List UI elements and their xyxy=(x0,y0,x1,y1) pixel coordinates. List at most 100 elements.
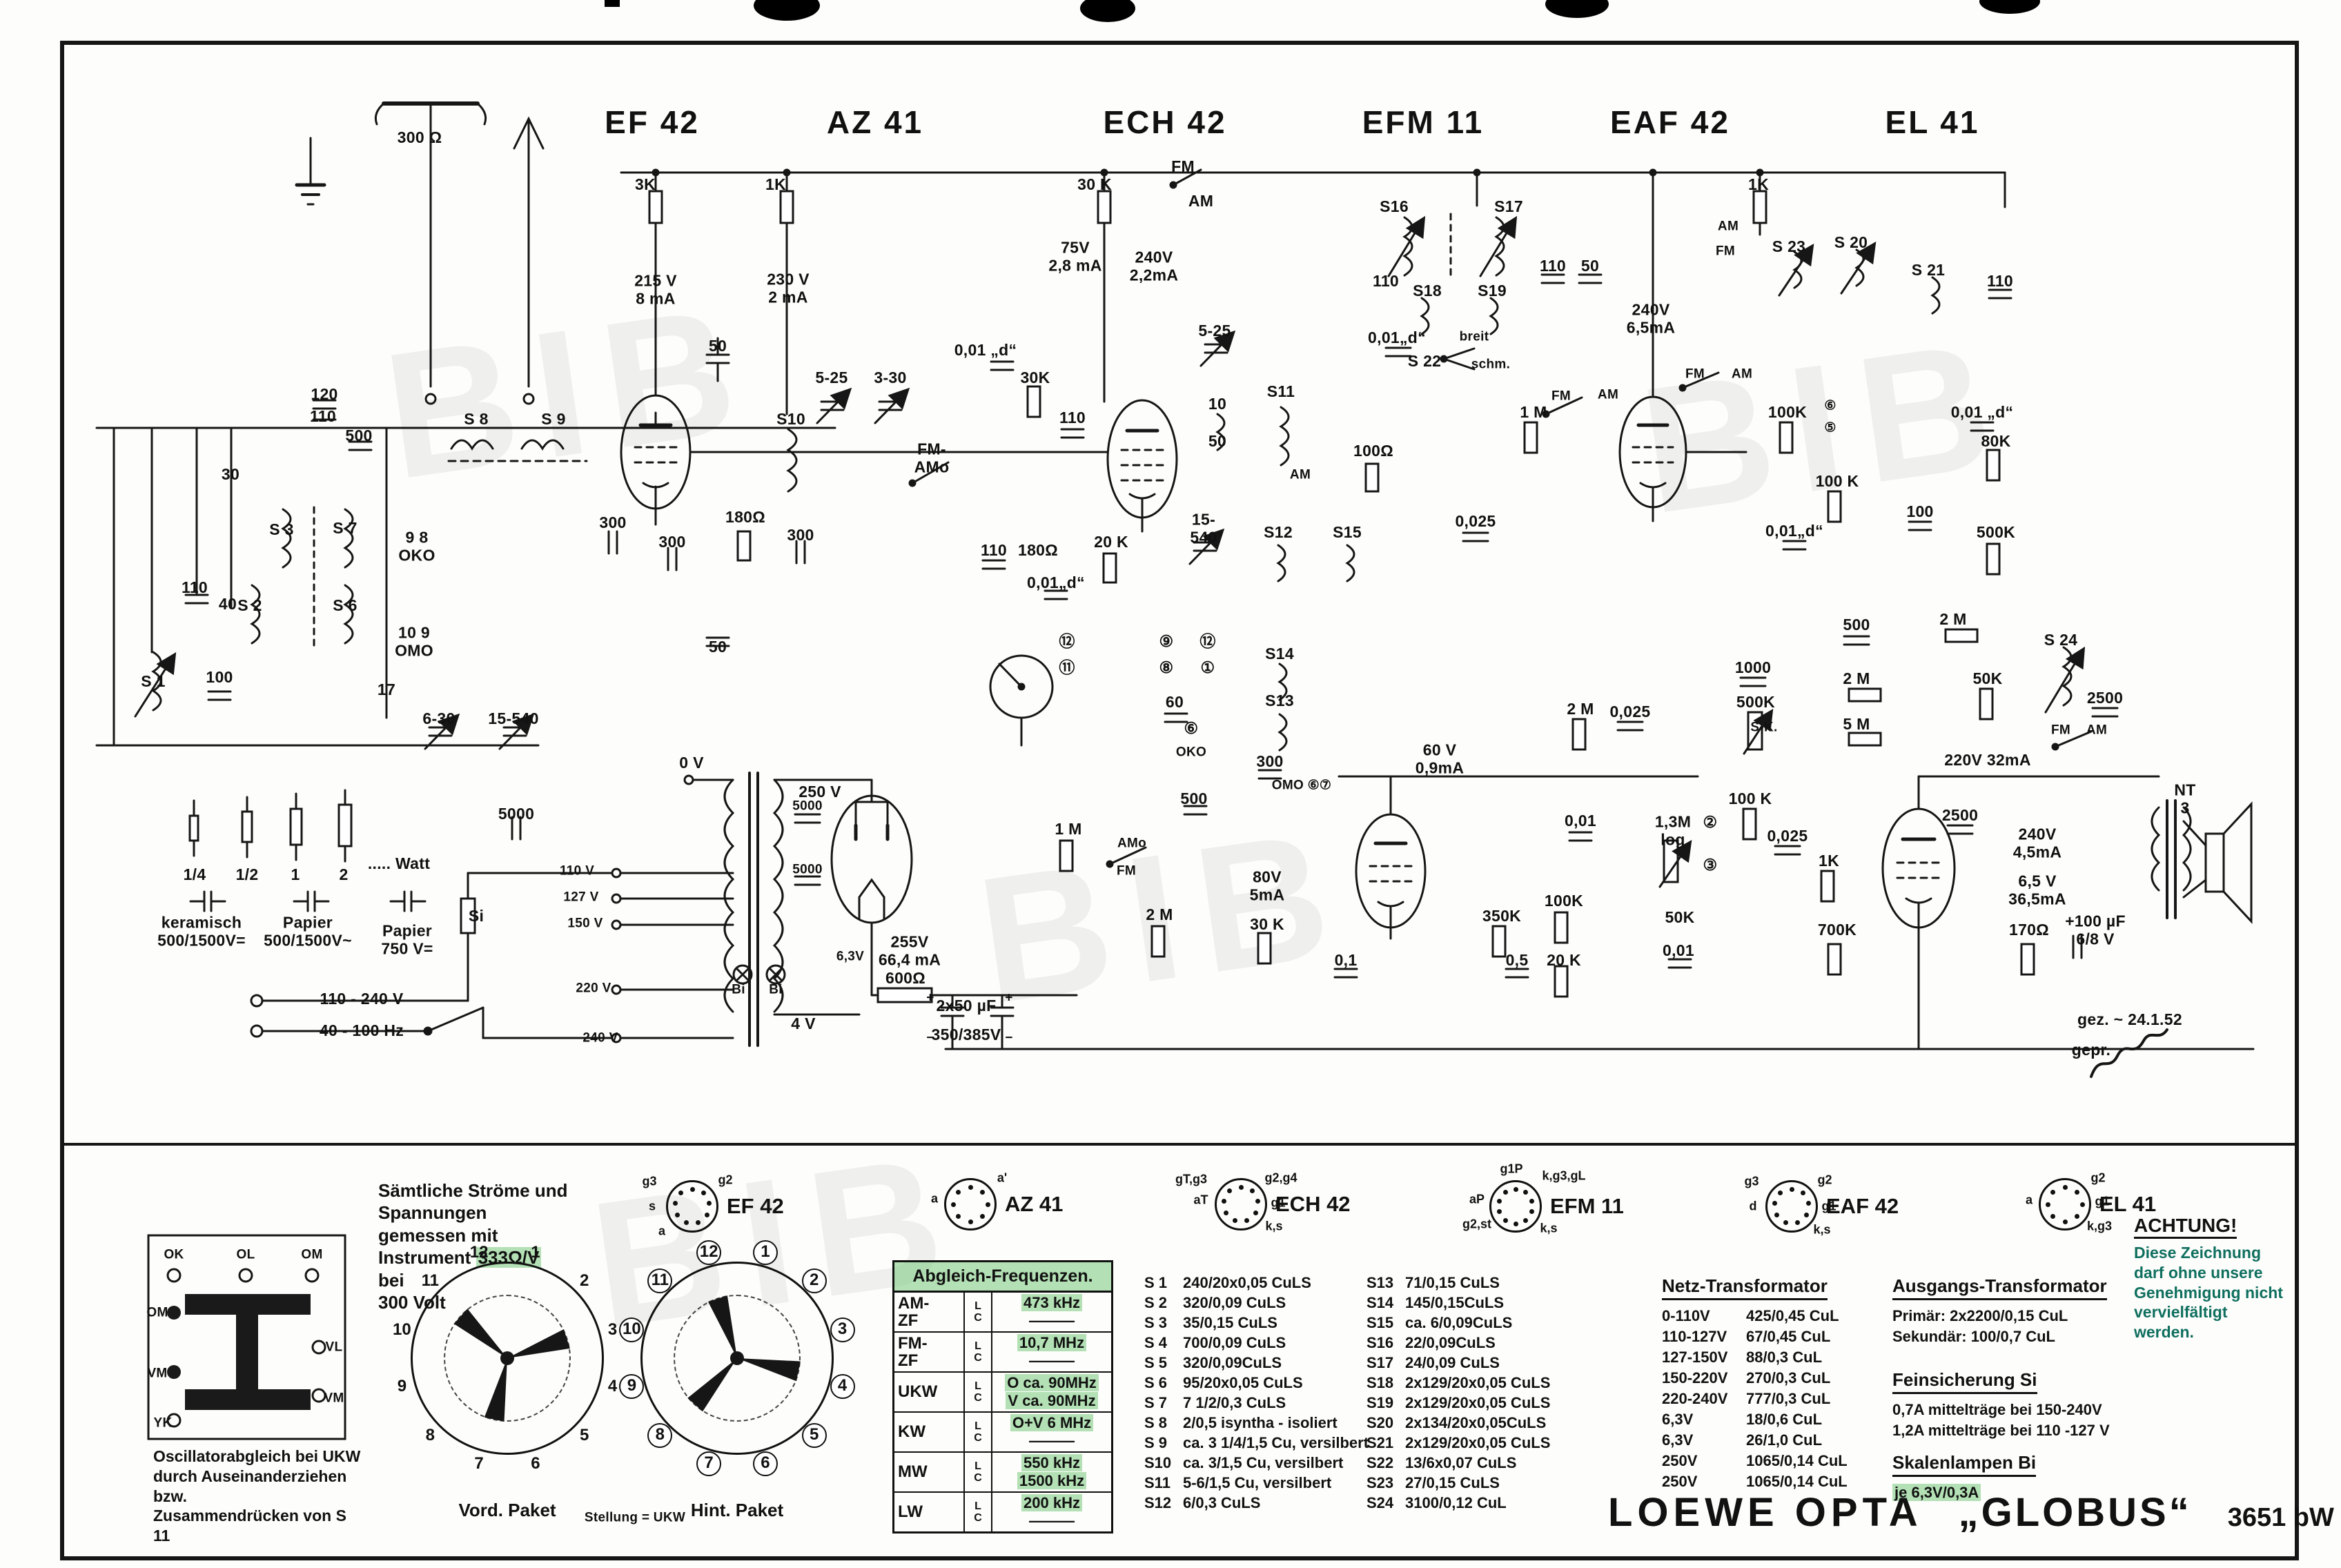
pinout-tube-name: AZ 41 xyxy=(1005,1192,1064,1216)
dial-lamps-title: Skalenlampen Bi xyxy=(1892,1452,2037,1477)
component-label: S11 xyxy=(1266,382,1295,401)
component-label: S15 xyxy=(1333,523,1362,542)
component-label: Bi xyxy=(732,982,745,997)
pin-label: g1 xyxy=(1271,1195,1286,1210)
dial-position-number: 2 xyxy=(580,1271,589,1291)
pinout-circle xyxy=(2039,1178,2091,1231)
component-label: 110 xyxy=(1059,409,1086,427)
component-label: 5-25 xyxy=(815,369,848,387)
pin-label: aP xyxy=(1469,1192,1485,1206)
component-label: AM xyxy=(1188,192,1214,210)
dial-position-number: 8 xyxy=(425,1425,435,1444)
component-label: 240 V xyxy=(582,1030,618,1046)
component-label: 50 xyxy=(1580,257,1600,275)
component-label: FM xyxy=(1551,389,1571,404)
component-label: 230 V 2 mA xyxy=(767,270,810,306)
component-label: S10 xyxy=(776,410,805,429)
component-label: S 21 xyxy=(1911,261,1946,280)
pin-label: g1P xyxy=(1500,1162,1523,1176)
component-label: 30K xyxy=(1020,369,1050,387)
component-label: 500K xyxy=(1976,523,2016,542)
component-label: 1K xyxy=(765,175,787,194)
component-label: 1K xyxy=(1818,852,1840,870)
pin-dot xyxy=(1244,1217,1250,1223)
pin-dot xyxy=(980,1189,986,1195)
oscillator-note: Oscillatorabgleich bei UKW durch Auseina… xyxy=(153,1447,361,1545)
component-label: AM xyxy=(1289,467,1311,482)
pin-dot xyxy=(955,1214,961,1219)
pin-label: g2,g4 xyxy=(1264,1170,1297,1185)
component-label: 110 - 240 V xyxy=(320,990,404,1008)
pin-dot xyxy=(2062,1219,2068,1224)
component-label: S 24 xyxy=(2044,631,2078,649)
component-label: ③ xyxy=(1703,856,1718,874)
pinout-circle xyxy=(1765,1180,1818,1233)
component-label: + xyxy=(926,990,934,1006)
component-label: FM xyxy=(2050,723,2071,738)
pin-dot xyxy=(1249,1188,1255,1194)
component-label: − xyxy=(926,1030,934,1046)
pin-dot xyxy=(1529,1209,1535,1215)
component-label: S 1 xyxy=(141,672,166,691)
pin-label: g3 xyxy=(642,1174,657,1188)
component-label: S 22 xyxy=(1407,352,1442,371)
component-label: VM xyxy=(324,1391,344,1406)
component-label: 2500 xyxy=(2086,689,2124,707)
component-label: 60 xyxy=(1165,693,1184,712)
pin-label: k,s xyxy=(1540,1221,1558,1235)
component-label: Papier 500/1500V~ xyxy=(264,913,352,949)
fuse-title: Feinsicherung Si xyxy=(1892,1369,2037,1394)
pin-dot xyxy=(1795,1219,1801,1225)
pinout-tube-name: EL 41 xyxy=(2099,1192,2157,1216)
component-label: S 2 xyxy=(237,596,262,615)
component-label: 0,01„d“ xyxy=(1368,329,1426,347)
component-label: AM xyxy=(2086,723,2108,738)
tube-name-label: EF 42 xyxy=(605,104,700,141)
component-label: AM xyxy=(1717,219,1739,234)
fuse-block: Feinsicherung Si 0,7A mittelträge bei 15… xyxy=(1892,1369,2110,1441)
component-label: 0,01 „d“ xyxy=(1950,403,2014,422)
component-label: 6,3V xyxy=(836,949,865,964)
component-label: Papier 750 V= xyxy=(381,921,433,957)
pin-dot xyxy=(1223,1211,1228,1215)
component-label: 110 xyxy=(181,578,208,597)
pin-dot xyxy=(683,1219,689,1225)
tube-name-label: ECH 42 xyxy=(1103,104,1227,141)
component-label: 0,01 xyxy=(1565,812,1596,830)
component-label: S12 xyxy=(1264,523,1293,542)
pin-label: k,g3,gL xyxy=(1542,1168,1586,1183)
output-transformer-primary: Primär: 2x2200/0,15 CuL xyxy=(1892,1307,2068,1324)
component-label: OM xyxy=(146,1305,168,1320)
component-label: 100K xyxy=(1544,892,1584,910)
pin-label: g1 xyxy=(2095,1194,2110,1208)
dial-position-number: 6 xyxy=(752,1451,778,1476)
component-label: 500 xyxy=(1180,790,1208,808)
component-label: 0,025 xyxy=(1609,703,1651,721)
component-label: 1 xyxy=(291,865,300,884)
pin-label: aT xyxy=(1193,1193,1208,1207)
component-label: 110 xyxy=(980,541,1008,560)
component-label: 180Ω xyxy=(725,508,766,527)
dial-position-number: 7 xyxy=(474,1453,484,1473)
component-label: 0 V xyxy=(679,754,704,772)
component-label: S 3 xyxy=(269,520,294,539)
pin-dot xyxy=(1529,1198,1535,1204)
component-label: 100 K xyxy=(1728,790,1772,808)
component-label: AMo xyxy=(1117,836,1147,851)
pin-dot xyxy=(1774,1213,1779,1217)
pin-dot xyxy=(985,1202,990,1207)
